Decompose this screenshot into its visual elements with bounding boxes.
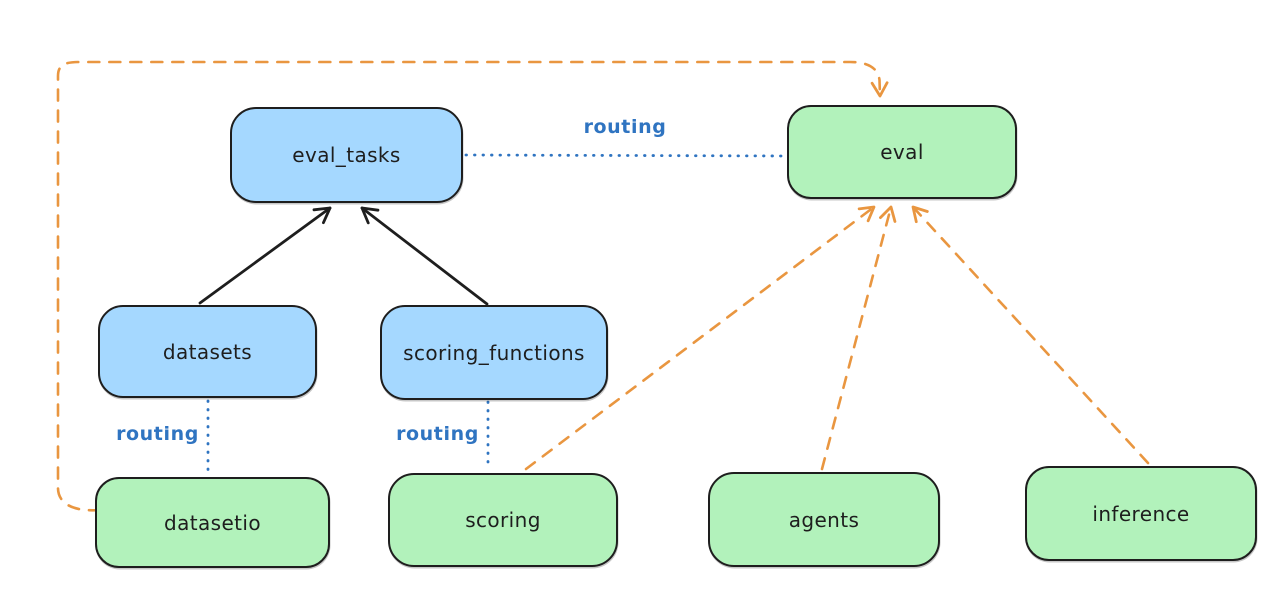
edge-routing-eval-tasks-eval bbox=[464, 153, 788, 158]
edge-label-routing-datasets: routing bbox=[116, 423, 199, 445]
edge-label-routing-top: routing bbox=[583, 116, 667, 138]
edge-datasets-to-eval-tasks bbox=[198, 206, 332, 305]
edge-inference-to-eval bbox=[911, 205, 1150, 465]
edge-scoring-to-eval bbox=[524, 205, 876, 471]
node-datasets-label: datasets bbox=[162, 339, 253, 364]
node-eval: eval bbox=[787, 105, 1017, 199]
node-datasets: datasets bbox=[98, 305, 317, 398]
node-agents: agents bbox=[708, 472, 940, 567]
node-scoring-functions: scoring_functions bbox=[380, 305, 608, 400]
node-scoring-label: scoring bbox=[465, 508, 541, 532]
node-datasetio: datasetio bbox=[95, 477, 330, 568]
node-scoring: scoring bbox=[388, 473, 618, 567]
node-scoring-functions-label: scoring_functions bbox=[403, 340, 585, 365]
edge-label-routing-scoring: routing bbox=[396, 423, 479, 445]
node-agents-label: agents bbox=[788, 507, 860, 532]
node-inference: inference bbox=[1025, 466, 1257, 561]
edge-datasetio-to-eval bbox=[56, 60, 889, 512]
node-eval-label: eval bbox=[880, 140, 924, 164]
node-eval-tasks: eval_tasks bbox=[230, 107, 463, 203]
node-datasetio-label: datasetio bbox=[163, 510, 261, 535]
edge-agents-to-eval bbox=[820, 205, 897, 471]
node-inference-label: inference bbox=[1092, 501, 1190, 526]
node-eval-tasks-label: eval_tasks bbox=[292, 143, 401, 167]
edge-scoring-functions-to-eval-tasks bbox=[360, 206, 489, 306]
